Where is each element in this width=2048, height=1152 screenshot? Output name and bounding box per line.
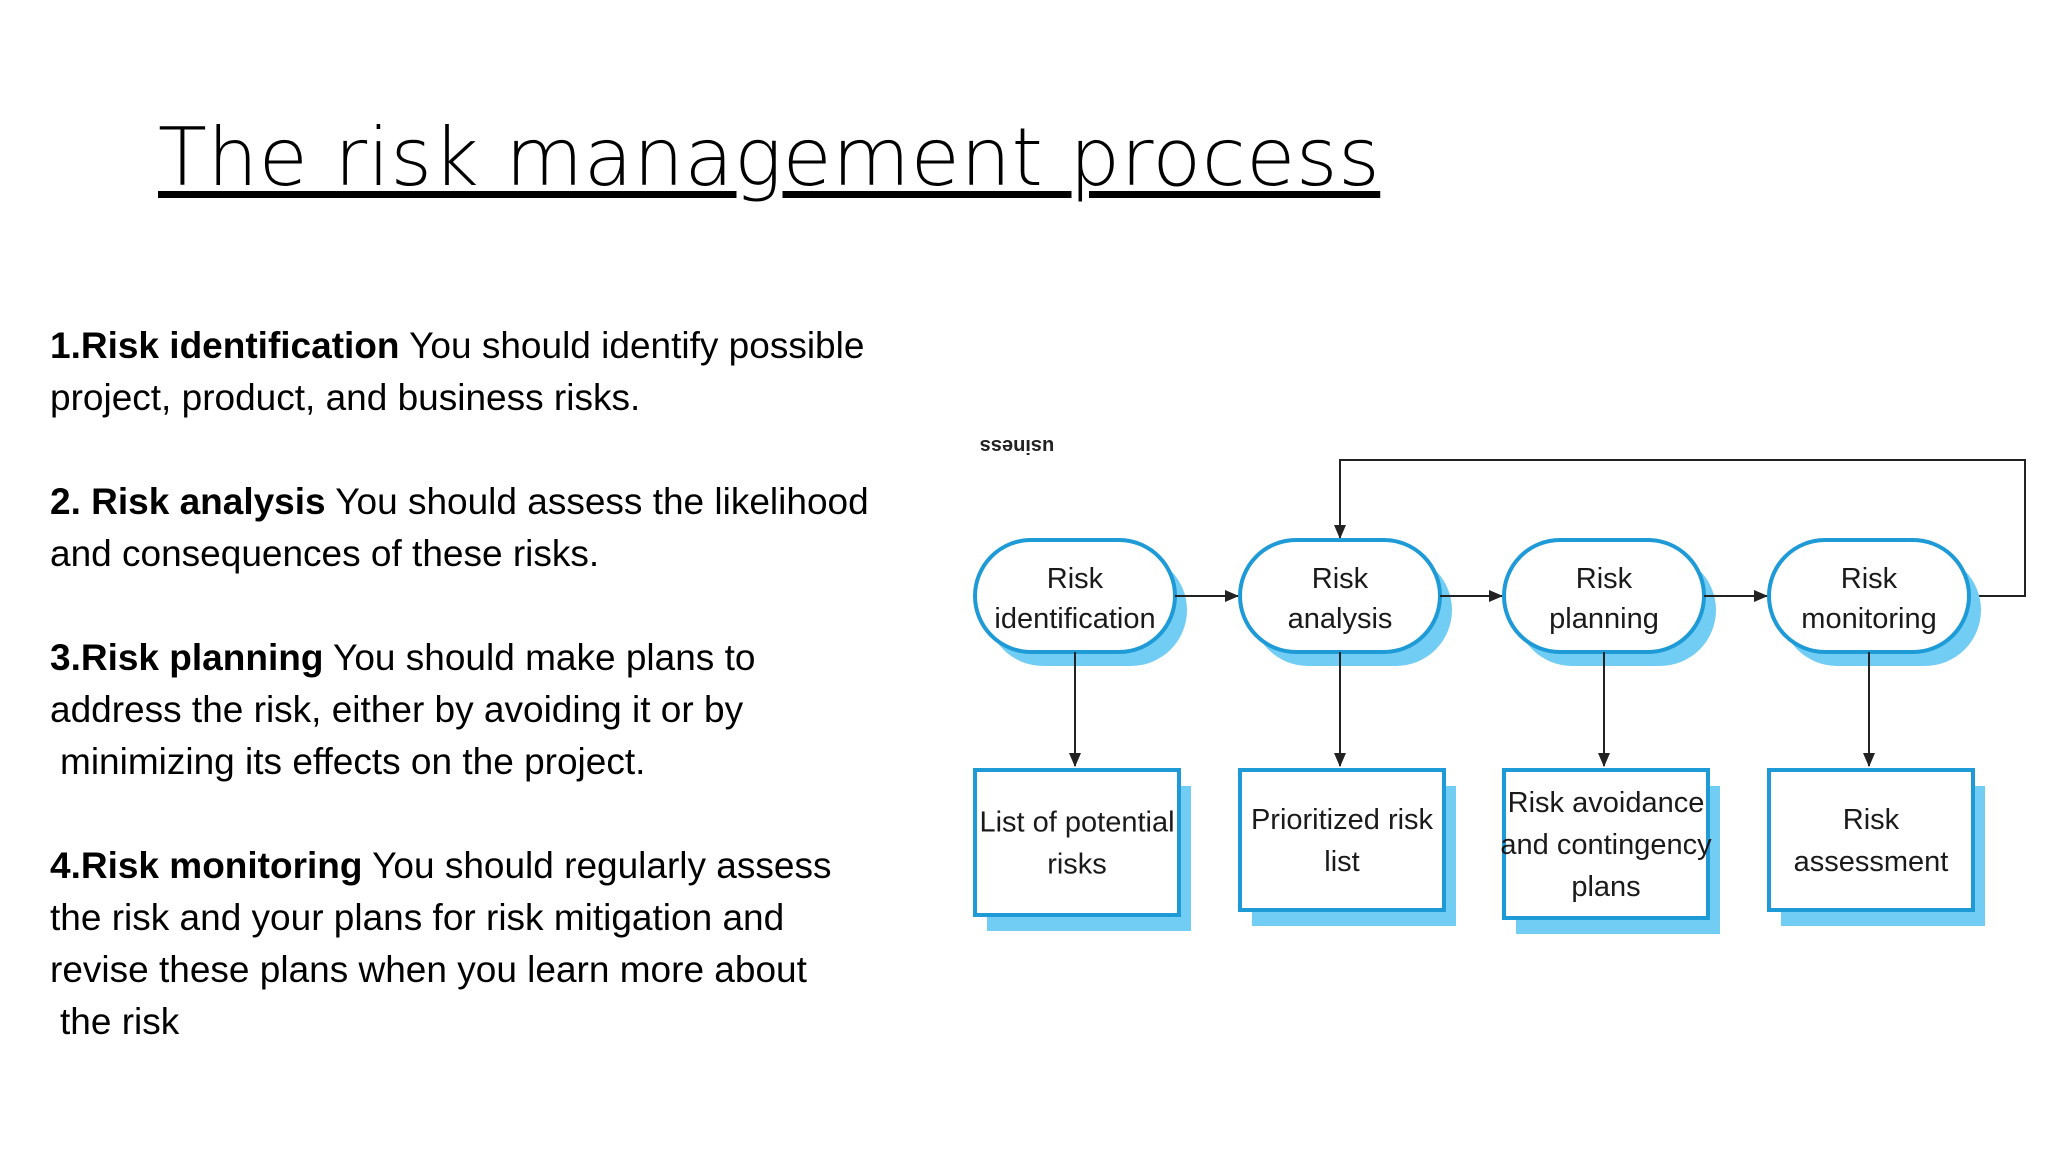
process-label: Risk	[1576, 563, 1633, 595]
step-lead: 4.Risk monitoring	[50, 845, 363, 886]
output-label: Risk	[1843, 804, 1900, 836]
feedback-arrow	[1334, 459, 2026, 597]
step-line: the risk	[60, 1001, 180, 1042]
step-line: minimizing its effects on the project.	[60, 741, 646, 782]
step-risk-planning: 3.Risk planning You should make plans to…	[50, 632, 930, 788]
output-label: Prioritized risk	[1251, 804, 1434, 836]
step-lead: 2. Risk analysis	[50, 481, 326, 522]
step-line: 1.Risk identification You should identif…	[50, 320, 930, 372]
output-label: risks	[1047, 849, 1107, 881]
process-label: Risk	[1312, 563, 1369, 595]
process-label: monitoring	[1801, 603, 1936, 635]
process-label: Risk	[1047, 563, 1104, 595]
step-line: the risk and your plans for risk mitigat…	[50, 897, 785, 938]
step-lead: 3.Risk planning	[50, 637, 324, 678]
output-box	[1502, 768, 1710, 920]
process-box	[1767, 538, 1971, 654]
process-label: analysis	[1288, 603, 1393, 635]
page-title: The risk management process	[158, 111, 1381, 204]
step-line: 2. Risk analysis You should assess the l…	[50, 476, 930, 528]
step-line: 3.Risk planning You should make plans to	[50, 632, 930, 684]
process-label: identification	[994, 603, 1155, 635]
output-label: assessment	[1794, 846, 1949, 878]
step-line: 4.Risk monitoring You should regularly a…	[50, 840, 930, 892]
output-label: and contingency	[1500, 829, 1712, 861]
output-box	[1238, 768, 1446, 912]
step-line: and consequences of these risks.	[50, 533, 600, 574]
step-line: project, product, and business risks.	[50, 377, 641, 418]
process-label: Risk	[1841, 563, 1898, 595]
output-label: List of potential	[979, 807, 1174, 839]
output-label: plans	[1571, 871, 1640, 903]
step-lead: 1.Risk identification	[50, 325, 400, 366]
step-text: You should make plans to	[323, 637, 756, 678]
output-label: Risk avoidance	[1508, 787, 1705, 819]
output-label: list	[1324, 846, 1359, 878]
step-line: revise these plans when you learn more a…	[50, 949, 807, 990]
process-box	[973, 538, 1177, 654]
step-line: address the risk, either by avoiding it …	[50, 689, 744, 730]
process-box	[1238, 538, 1442, 654]
step-text: You should assess the likelihood	[325, 481, 869, 522]
output-box	[1767, 768, 1975, 912]
steps-list: 1.Risk identification You should identif…	[50, 320, 930, 1100]
process-label: planning	[1549, 603, 1659, 635]
process-box	[1502, 538, 1706, 654]
step-text: You should regularly assess	[362, 845, 832, 886]
cropped-text-fragment: usiness	[980, 435, 1054, 457]
step-risk-analysis: 2. Risk analysis You should assess the l…	[50, 476, 930, 580]
output-box	[973, 768, 1181, 917]
step-text: You should identify possible	[399, 325, 865, 366]
step-risk-identification: 1.Risk identification You should identif…	[50, 320, 930, 424]
step-risk-monitoring: 4.Risk monitoring You should regularly a…	[50, 840, 930, 1048]
